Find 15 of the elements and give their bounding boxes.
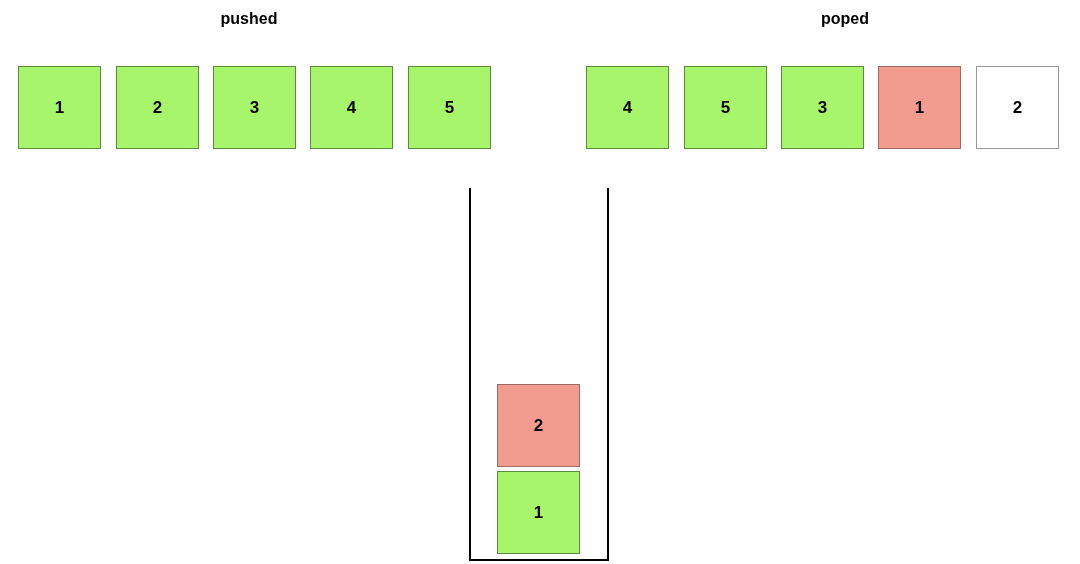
heading: pushed [220,10,278,28]
stack-container [469,188,609,561]
heading: poped [821,10,869,28]
number-tile: 3 [213,66,296,149]
number-tile: 4 [586,66,669,149]
number-tile: 2 [116,66,199,149]
number-tile: 5 [408,66,491,149]
stack-item: 1 [497,471,580,554]
number-tile: 4 [310,66,393,149]
number-tile: 5 [684,66,767,149]
number-tile: 1 [878,66,961,149]
stack-item: 2 [497,384,580,467]
number-tile: 3 [781,66,864,149]
number-tile: 1 [18,66,101,149]
number-tile: 2 [976,66,1059,149]
